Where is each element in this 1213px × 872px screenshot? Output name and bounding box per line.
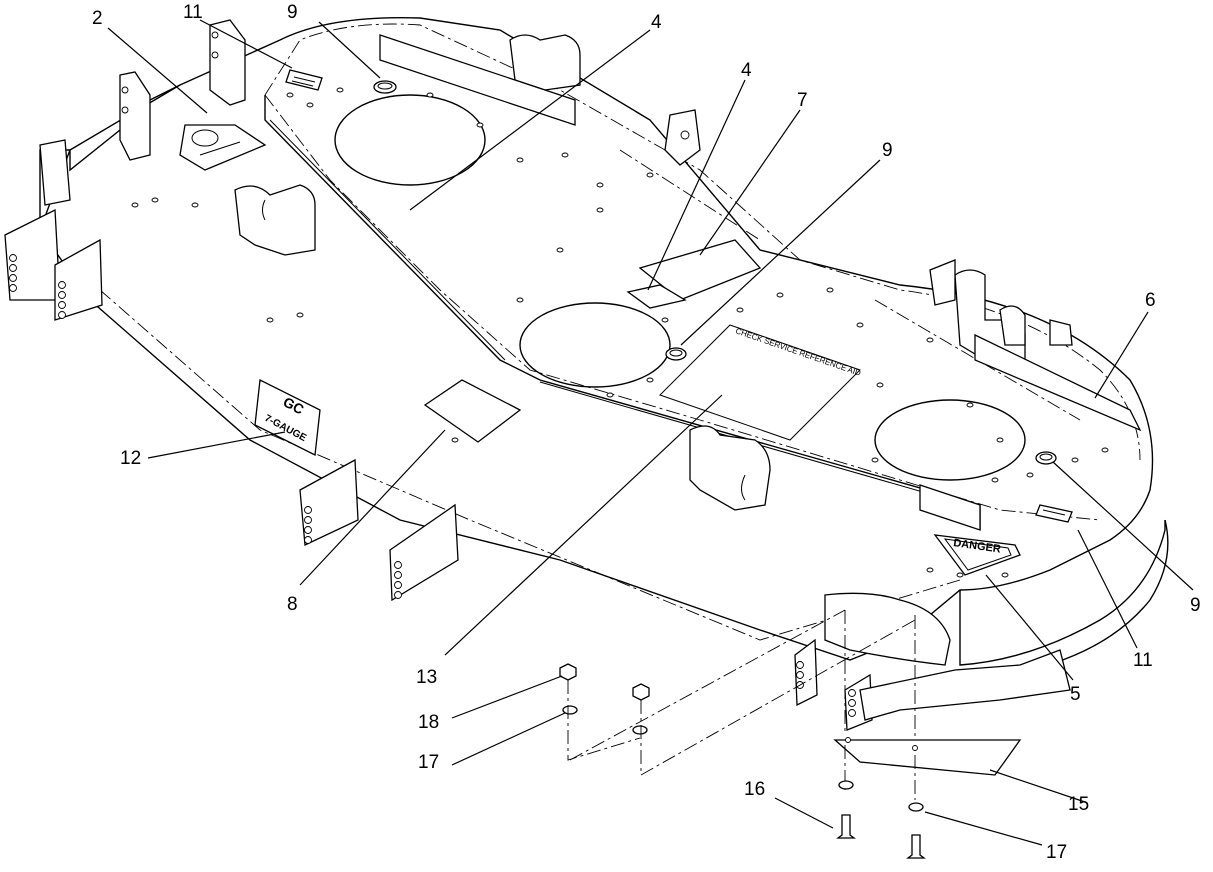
blade-opening-rear — [334, 94, 486, 186]
u-bracket-left — [234, 184, 316, 256]
callout-18: 18 — [418, 712, 439, 733]
callout-5: 5 — [1070, 684, 1081, 705]
callout-15: 15 — [1068, 794, 1089, 815]
decals: CHECK SERVICE REFERENCE AID GC 7-GAUGE D… — [179, 69, 1073, 576]
washer-item-17-lower-1 — [838, 780, 854, 790]
bolt-item-16-b — [906, 834, 926, 859]
callout-11-top: 11 — [183, 2, 203, 23]
decal-item-2 — [179, 124, 267, 171]
plugs — [373, 80, 1057, 465]
callout-17-left: 17 — [418, 752, 439, 773]
nut-item-18-right — [632, 683, 650, 701]
nut-item-18-left — [559, 663, 577, 681]
bolt-item-16 — [836, 814, 856, 839]
hardware — [559, 609, 926, 859]
leader-lines — [107, 19, 1194, 846]
callout-6: 6 — [1145, 290, 1156, 311]
callout-17-right: 17 — [1046, 842, 1067, 863]
blade-openings — [334, 94, 1026, 481]
decal-gauge: GC 7-GAUGE — [254, 379, 321, 456]
u-bracket-rear — [509, 34, 581, 91]
decal-item-11-top — [285, 69, 323, 91]
baffle-rear — [379, 34, 576, 126]
caster-mount-brackets — [4, 19, 1073, 731]
callout-11-right: 11 — [1133, 650, 1153, 671]
callout-7: 7 — [797, 90, 808, 111]
callout-12: 12 — [120, 448, 141, 469]
baffle-plates — [379, 34, 1142, 531]
height-adjust-plate-left-2 — [54, 238, 103, 321]
service-reference-text: CHECK SERVICE REFERENCE AID — [734, 326, 862, 378]
callout-9-mid: 9 — [882, 140, 893, 161]
baffle-side — [974, 333, 1142, 432]
callout-13: 13 — [416, 667, 437, 688]
blade-opening-center — [519, 302, 671, 388]
discharge-chute-assembly — [824, 592, 1071, 800]
u-bracket-front — [689, 425, 771, 511]
callout-9-top: 9 — [287, 2, 298, 23]
decal-item-11-right — [1035, 504, 1073, 523]
callout-numbers: 2 11 9 4 4 7 9 6 12 8 13 18 17 16 17 15 … — [92, 2, 1201, 863]
height-adjust-plate-front-2 — [389, 503, 459, 602]
callout-9-right: 9 — [1190, 595, 1201, 616]
callout-16: 16 — [744, 779, 765, 800]
callout-4-mid: 4 — [741, 60, 752, 81]
callout-4-top: 4 — [651, 12, 662, 33]
height-adjust-plate-front-1 — [299, 458, 359, 546]
decal-item-8 — [423, 379, 522, 443]
deflector-plate-item-15 — [833, 739, 1022, 776]
washer-item-17-left — [562, 705, 578, 715]
washer-item-17-mid — [632, 725, 648, 735]
deck-mounting-holes — [131, 87, 1109, 578]
washer-item-17-lower-2 — [908, 802, 924, 812]
decal-danger: DANGER — [933, 534, 1021, 576]
callout-8: 8 — [287, 594, 298, 615]
baffle-front-strip — [919, 484, 981, 531]
blade-opening-right — [874, 399, 1026, 481]
callout-2: 2 — [92, 8, 103, 29]
